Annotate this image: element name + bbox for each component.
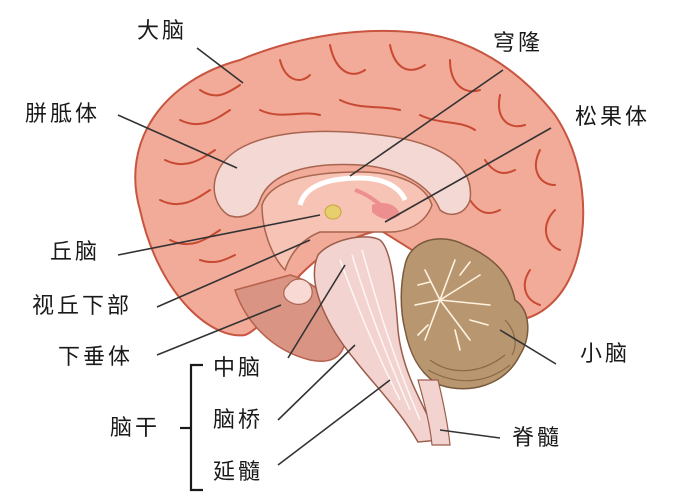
leader-cerebellum [499,329,557,365]
corpus-callosum-shape [213,130,472,218]
cerebellum-ridges [427,319,516,382]
label-cerebrum: 大脑 [137,19,188,44]
label-fornix: 穹隆 [493,31,544,56]
sulci [159,44,561,306]
label-midbrain: 中脑 [213,356,264,381]
leader-lines [117,47,557,466]
leader-fornix [349,69,504,177]
leader-medulla [277,379,391,466]
cerebellum-shape [400,238,529,390]
brainstem-fibers [339,249,421,421]
label-medulla: 延髓 [213,460,264,485]
label-spinal-cord: 脊髓 [512,426,563,451]
label-brainstem: 脑干 [110,416,161,441]
leader-thalamus [117,214,321,256]
label-hypothalamus: 视丘下部 [32,294,133,319]
leader-cerebrum [196,47,244,84]
leader-hypothalamus [156,239,311,308]
thalamus-dot [324,204,342,220]
leader-spinal-cord [439,429,501,439]
pineal-stalk [354,188,392,214]
spinal-cord-shape [417,379,451,446]
label-pituitary: 下垂体 [58,345,134,370]
leader-corpus-callosum [117,114,238,169]
leader-pituitary [156,304,282,356]
label-pons: 脑桥 [213,408,264,433]
leader-midbrain [287,264,346,359]
label-thalamus: 丘脑 [50,240,101,265]
fornix-shape [297,175,408,206]
label-pineal-body: 松果体 [575,105,651,130]
cerebellum-folia [414,259,491,351]
leader-pineal [384,127,552,223]
label-corpus-callosum: 胼胝体 [25,102,101,127]
pituitary-shape [283,278,313,305]
label-cerebellum: 小脑 [580,342,631,367]
leader-pons [277,344,356,421]
brainstem-bracket [180,363,203,492]
